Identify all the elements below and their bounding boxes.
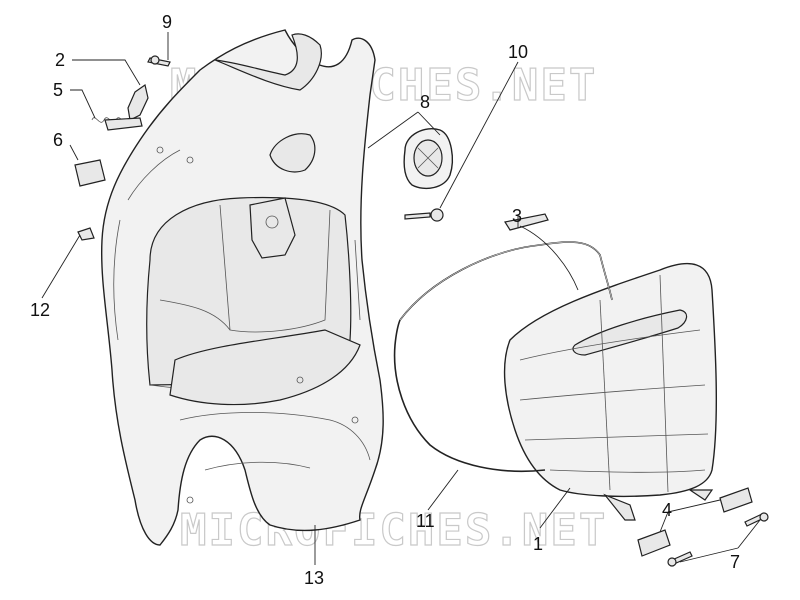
callout-13: 13 xyxy=(304,568,324,588)
part-screw-9 xyxy=(147,55,171,67)
part-inner-shield xyxy=(101,29,384,546)
part-latch-plate xyxy=(504,213,579,291)
callout-9: 9 xyxy=(162,12,172,32)
part-lock-cylinder xyxy=(403,128,453,190)
part-bracket-2 xyxy=(127,83,149,121)
part-clip-12 xyxy=(77,227,95,241)
part-clip-6 xyxy=(74,159,106,187)
callout-5: 5 xyxy=(53,80,63,100)
callout-1: 1 xyxy=(533,534,543,554)
callout-12: 12 xyxy=(30,300,50,320)
part-glove-box-door xyxy=(503,262,718,521)
part-screw-10 xyxy=(404,208,444,222)
watermark-bottom: MICROFICHES.NET xyxy=(180,505,607,556)
part-screws-7 xyxy=(667,512,769,567)
callout-6: 6 xyxy=(53,130,63,150)
callout-8: 8 xyxy=(420,92,430,112)
callout-2: 2 xyxy=(55,50,65,70)
callout-3: 3 xyxy=(512,206,522,226)
part-seal-cord xyxy=(393,241,613,473)
callout-11: 11 xyxy=(416,511,435,531)
leader-lines xyxy=(41,32,761,565)
callout-10: 10 xyxy=(508,42,528,62)
callout-7: 7 xyxy=(730,552,740,572)
part-spring-5 xyxy=(91,117,143,131)
callout-labels: 9 2 5 6 12 8 10 3 4 7 1 11 13 xyxy=(30,12,740,588)
part-bracket-4 xyxy=(637,487,753,557)
callout-4: 4 xyxy=(662,500,672,520)
